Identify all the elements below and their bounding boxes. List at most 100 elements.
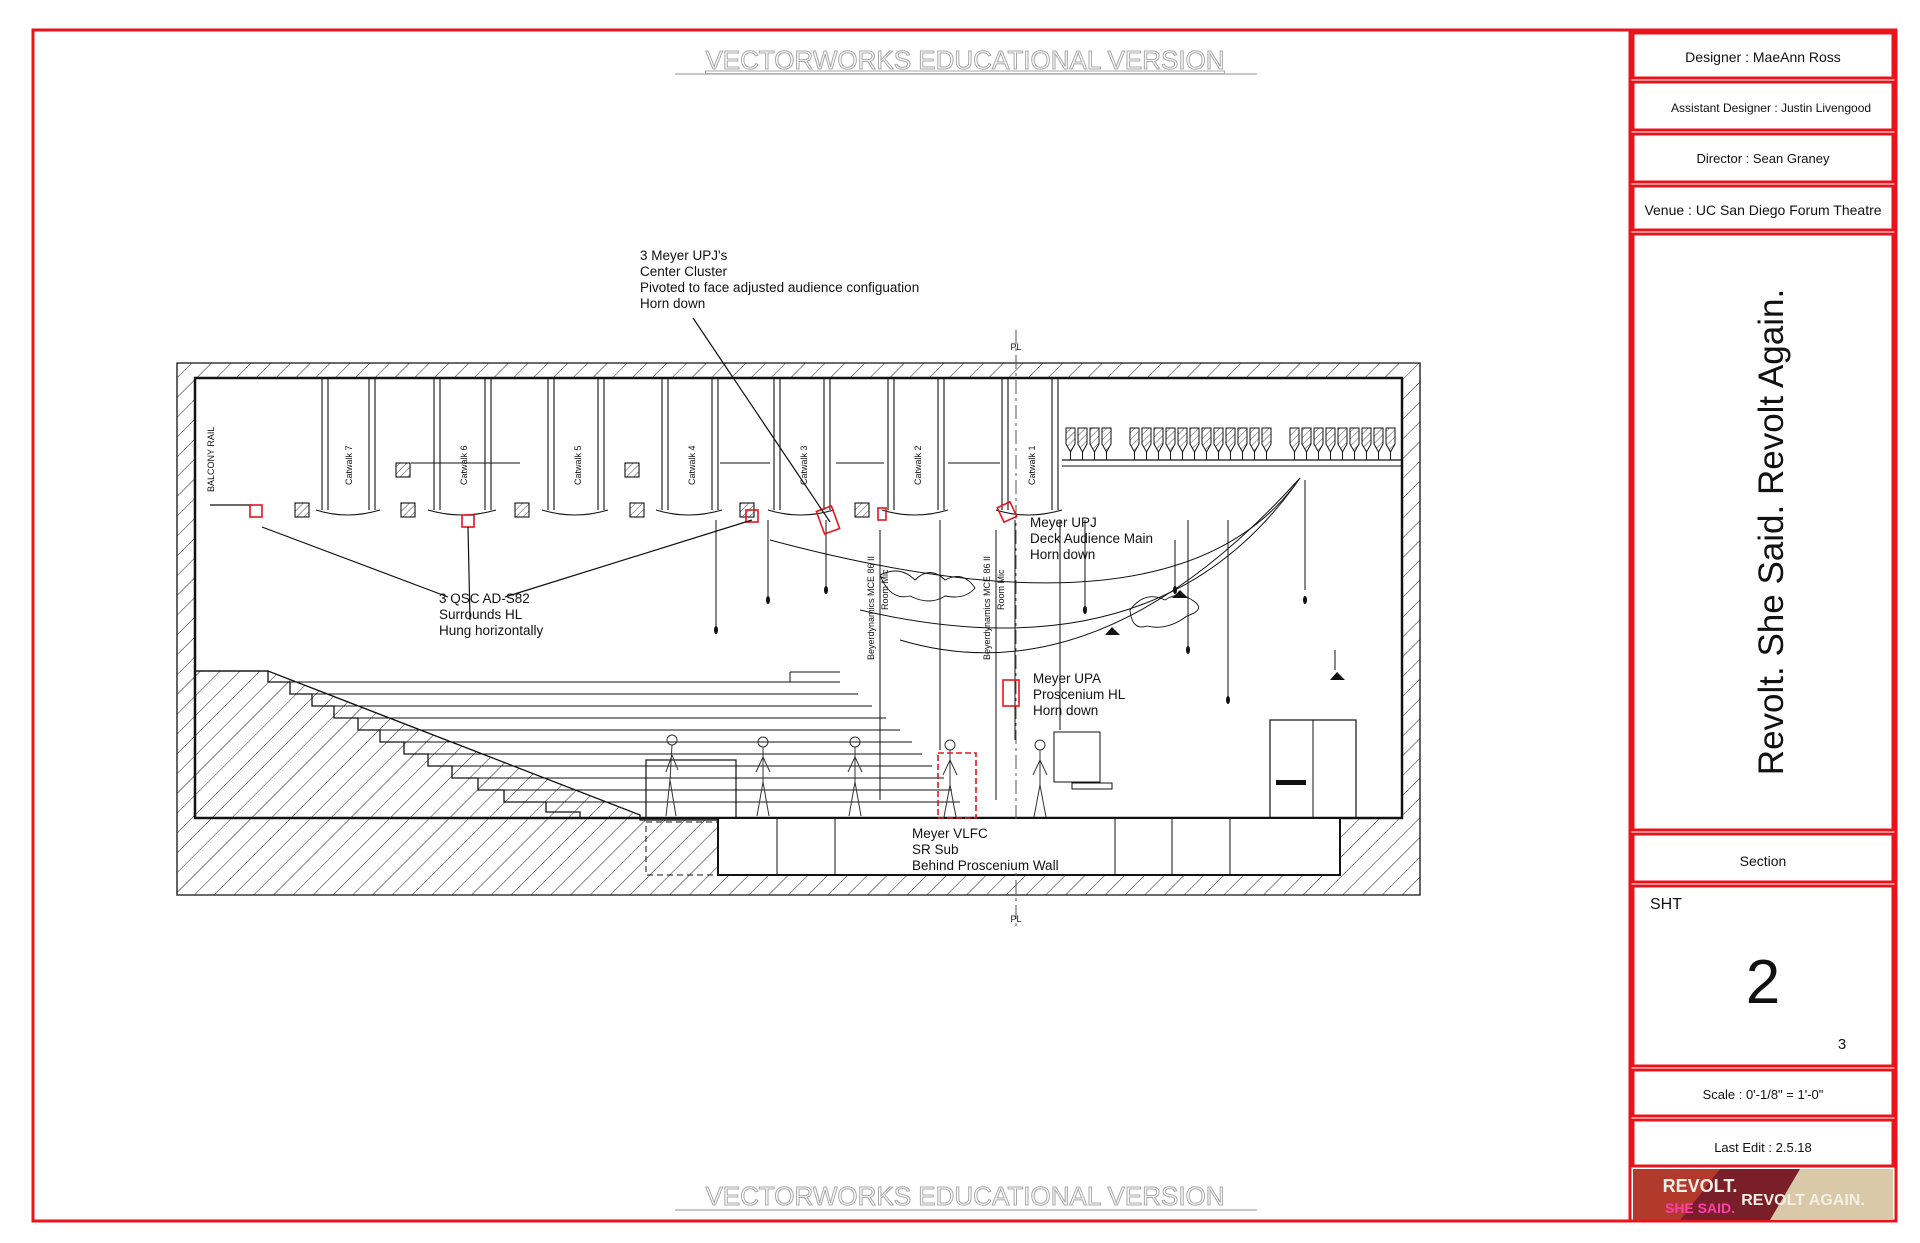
lighting-instrument-icon	[1177, 427, 1188, 454]
svg-text:Pivoted to face adjusted audie: Pivoted to face adjusted audience config…	[640, 280, 919, 295]
lighting-instrument-icon	[1189, 427, 1200, 454]
lighting-instrument-icon	[1337, 427, 1348, 454]
callout-proscenium: Meyer UPA Proscenium HL Horn down	[1033, 671, 1126, 718]
lighting-instrument-icon	[1249, 427, 1260, 454]
speaker-surround-2	[461, 514, 475, 528]
lighting-instrument-icon	[1077, 427, 1088, 454]
svg-text:Horn down: Horn down	[1033, 703, 1098, 718]
director-label: Director : Sean Graney	[1697, 151, 1830, 166]
lighting-instrument-icon	[1153, 427, 1164, 454]
lighting-instrument-icon	[1237, 427, 1248, 454]
catwalk-label-3: Catwalk 3	[799, 445, 809, 485]
sheet-label: SHT	[1650, 896, 1682, 913]
designer-label: Designer : MaeAnn Ross	[1685, 49, 1841, 65]
speaker-proscenium	[1002, 679, 1020, 707]
watermark-bottom: VECTORWORKS EDUCATIONAL VERSION	[705, 1181, 1224, 1211]
mic-label-1: Beyerdynamics MCE 86 II	[866, 556, 876, 660]
lighting-instrument-icon	[1141, 427, 1152, 454]
sheet-border	[31, 28, 1898, 1223]
lighting-instrument-icon	[1201, 427, 1212, 454]
balcony-rail-label: BALCONY RAIL	[206, 427, 216, 492]
human-figures	[665, 734, 1048, 818]
svg-text:Hung horizontally: Hung horizontally	[439, 623, 544, 638]
plaster-line-bottom: PL	[1010, 914, 1021, 924]
lighting-instrument-icon	[1313, 427, 1324, 454]
speaker-deck-main	[996, 500, 1018, 524]
lighting-instrument-icon	[1373, 427, 1384, 454]
lighting-instrument-icon	[1349, 427, 1360, 454]
svg-text:Horn down: Horn down	[640, 296, 705, 311]
watermark-top: VECTORWORKS EDUCATIONAL VERSION	[705, 45, 1224, 75]
venue-label: Venue : UC San Diego Forum Theatre	[1644, 202, 1881, 218]
logo-text-1: REVOLT.	[1663, 1176, 1738, 1196]
catwalk-label-1: Catwalk 1	[1027, 445, 1037, 485]
speaker-surround-1	[249, 504, 263, 518]
lighting-instrument-icon	[1129, 427, 1140, 454]
lighting-instrument-icon	[1361, 427, 1372, 454]
catwalk-1	[995, 378, 1063, 516]
catwalk-6	[395, 378, 497, 518]
sheet-number: 2	[1746, 948, 1780, 1017]
lighting-instrument-icon	[1213, 427, 1224, 454]
catwalk-4	[624, 378, 770, 518]
scale-label: Scale : 0'-1/8" = 1'-0"	[1703, 1087, 1824, 1102]
catwalk-label-2: Catwalk 2	[913, 445, 923, 485]
svg-text:SR Sub: SR Sub	[912, 842, 959, 857]
callout-deck-main: Meyer UPJ Deck Audience Main Horn down	[1030, 515, 1153, 562]
mic-sub-1: Room Mic	[880, 569, 890, 610]
mic-sub-2: Room Mic	[996, 569, 1006, 610]
speakers	[249, 500, 1020, 819]
catwalk-7	[294, 378, 381, 518]
svg-text:Horn down: Horn down	[1030, 547, 1095, 562]
svg-text:Deck Audience Main: Deck Audience Main	[1030, 531, 1153, 546]
lighting-instrument-icon	[1261, 427, 1272, 454]
svg-text:Surrounds HL: Surrounds HL	[439, 607, 523, 622]
catwalk-3	[739, 378, 884, 518]
svg-text:Meyer VLFC: Meyer VLFC	[912, 826, 988, 841]
svg-text:Meyer UPJ: Meyer UPJ	[1030, 515, 1097, 530]
svg-text:Proscenium HL: Proscenium HL	[1033, 687, 1126, 702]
svg-text:3 QSC AD-S82: 3 QSC AD-S82	[439, 591, 530, 606]
catwalk-5	[411, 378, 609, 518]
speaker-center-cluster-a	[815, 504, 841, 536]
show-logo: REVOLT. SHE SAID. REVOLT AGAIN.	[1633, 1169, 1893, 1220]
logo-text-3: REVOLT AGAIN.	[1741, 1192, 1865, 1209]
lighting-instrument-icon	[1101, 427, 1112, 454]
lighting-instruments	[1065, 427, 1396, 460]
svg-text:Behind Proscenium Wall: Behind Proscenium Wall	[912, 858, 1059, 873]
mic-label-2: Beyerdynamics MCE 86 II	[982, 556, 992, 660]
svg-text:Meyer UPA: Meyer UPA	[1033, 671, 1101, 686]
catwalk-label-4: Catwalk 4	[687, 445, 697, 485]
svg-text:Center Cluster: Center Cluster	[640, 264, 728, 279]
section-drawing: PL PL BALCONY RAIL	[176, 317, 1421, 930]
catwalk-label-7: Catwalk 7	[344, 445, 354, 485]
lighting-instrument-icon	[1225, 427, 1236, 454]
assistant-designer-label: Assistant Designer : Justin Livengood	[1671, 101, 1871, 115]
speaker-center-cluster-b	[877, 507, 887, 521]
logo-text-2: SHE SAID.	[1665, 1200, 1735, 1216]
view-label: Section	[1740, 853, 1787, 869]
lighting-instrument-icon	[1385, 427, 1396, 454]
callout-sub: Meyer VLFC SR Sub Behind Proscenium Wall	[905, 822, 1070, 873]
plaster-line-top: PL	[1010, 342, 1021, 352]
lighting-instrument-icon	[1065, 427, 1076, 454]
leader-lines	[261, 317, 831, 621]
lighting-instrument-icon	[1325, 427, 1336, 454]
catwalk-label-6: Catwalk 6	[459, 445, 469, 485]
lighting-instrument-icon	[1301, 427, 1312, 454]
speaker-sub	[937, 752, 977, 819]
lighting-instrument-icon	[1089, 427, 1100, 454]
catwalk-label-5: Catwalk 5	[573, 445, 583, 485]
scenic-foliage	[879, 570, 1200, 628]
last-edit-label: Last Edit : 2.5.18	[1714, 1140, 1812, 1155]
show-title: Revolt. She Said. Revolt Again.	[1752, 289, 1791, 775]
callout-surrounds: 3 QSC AD-S82 Surrounds HL Hung horizonta…	[439, 591, 544, 638]
catwalk-2	[854, 378, 1000, 518]
sheet-count: 3	[1838, 1036, 1846, 1053]
title-block: Designer : MaeAnn Ross Assistant Designe…	[1628, 28, 1898, 1223]
lighting-instrument-icon	[1289, 427, 1300, 454]
speaker-surround-3	[745, 509, 759, 523]
svg-text:3 Meyer UPJ's: 3 Meyer UPJ's	[640, 248, 728, 263]
callout-center-cluster: 3 Meyer UPJ's Center Cluster Pivoted to …	[640, 248, 919, 311]
